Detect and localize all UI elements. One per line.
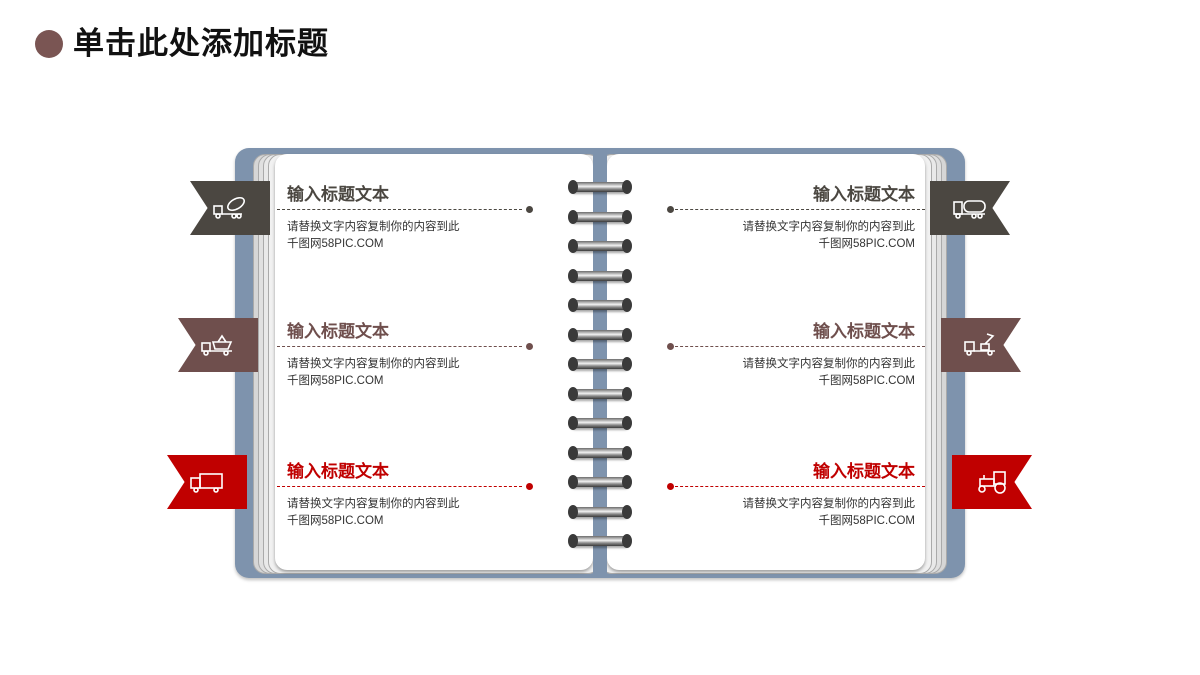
binder-ring bbox=[568, 357, 632, 371]
notebook-cover bbox=[235, 148, 965, 578]
divider-line bbox=[277, 486, 522, 487]
left-item-2: 输入标题文本 请替换文字内容复制你的内容到此千图网58PIC.COM bbox=[277, 317, 537, 390]
left-page-stack bbox=[245, 154, 600, 574]
ribbon-left-3 bbox=[167, 455, 247, 509]
ribbon-left-1 bbox=[190, 181, 270, 235]
binder-ring bbox=[568, 534, 632, 548]
item-body[interactable]: 请替换文字内容复制你的内容到此千图网58PIC.COM bbox=[287, 221, 460, 250]
divider-dot bbox=[526, 483, 533, 490]
ribbon-left-2 bbox=[178, 318, 258, 372]
item-body[interactable]: 请替换文字内容复制你的内容到此千图网58PIC.COM bbox=[287, 358, 460, 387]
item-title[interactable]: 输入标题文本 bbox=[813, 462, 915, 482]
divider-line bbox=[670, 209, 925, 210]
tanker-truck-icon bbox=[953, 200, 986, 219]
crane-truck-icon bbox=[964, 333, 995, 356]
divider-line bbox=[277, 209, 522, 210]
title-text[interactable]: 单击此处添加标题 bbox=[73, 26, 329, 62]
tractor-icon bbox=[978, 471, 1006, 494]
divider-dot bbox=[526, 206, 533, 213]
binder-ring bbox=[568, 445, 632, 460]
divider-line bbox=[670, 486, 925, 487]
item-body[interactable]: 请替换文字内容复制你的内容到此千图网58PIC.COM bbox=[742, 358, 916, 387]
binder-ring bbox=[568, 327, 632, 342]
item-title[interactable]: 输入标题文本 bbox=[813, 322, 915, 342]
item-title[interactable]: 输入标题文本 bbox=[287, 462, 389, 482]
divider-dot bbox=[667, 206, 674, 213]
item-title[interactable]: 输入标题文本 bbox=[287, 185, 389, 205]
box-truck-icon bbox=[190, 473, 223, 493]
slide-title: 单击此处添加标题 bbox=[35, 18, 329, 63]
item-title[interactable]: 输入标题文本 bbox=[287, 322, 389, 342]
divider-line bbox=[277, 346, 522, 347]
divider-line bbox=[670, 346, 925, 347]
right-item-2: 输入标题文本 请替换文字内容复制你的内容到此千图网58PIC.COM bbox=[665, 317, 925, 390]
divider-dot bbox=[526, 343, 533, 350]
title-bullet-dot bbox=[35, 29, 63, 58]
item-body[interactable]: 请替换文字内容复制你的内容到此千图网58PIC.COM bbox=[742, 221, 916, 250]
binder-ring bbox=[568, 268, 632, 283]
dump-truck-icon bbox=[201, 334, 233, 356]
left-item-1: 输入标题文本 请替换文字内容复制你的内容到此千图网58PIC.COM bbox=[277, 180, 537, 253]
left-page bbox=[275, 154, 593, 570]
item-title[interactable]: 输入标题文本 bbox=[813, 185, 915, 205]
binder-ring bbox=[568, 239, 632, 253]
right-page bbox=[607, 154, 925, 570]
binder-ring bbox=[568, 416, 632, 430]
binder-rings bbox=[568, 0, 632, 675]
divider-dot bbox=[667, 483, 674, 490]
divider-dot bbox=[667, 343, 674, 350]
left-item-3: 输入标题文本 请替换文字内容复制你的内容到此千图网58PIC.COM bbox=[277, 457, 537, 530]
binder-ring bbox=[568, 209, 632, 224]
item-body[interactable]: 请替换文字内容复制你的内容到此千图网58PIC.COM bbox=[287, 498, 460, 527]
ribbon-right-1 bbox=[930, 181, 1010, 235]
right-item-1: 输入标题文本 请替换文字内容复制你的内容到此千图网58PIC.COM bbox=[665, 180, 925, 253]
ribbon-right-2 bbox=[941, 318, 1021, 372]
cement-mixer-truck-icon bbox=[213, 196, 245, 219]
right-item-3: 输入标题文本 请替换文字内容复制你的内容到此千图网58PIC.COM bbox=[665, 457, 925, 530]
binder-ring bbox=[568, 386, 632, 401]
binder-ring bbox=[568, 504, 632, 519]
binder-ring bbox=[568, 180, 632, 194]
item-body[interactable]: 请替换文字内容复制你的内容到此千图网58PIC.COM bbox=[742, 498, 916, 527]
binder-ring bbox=[568, 298, 632, 312]
ribbon-right-3 bbox=[952, 455, 1032, 509]
right-page-stack bbox=[600, 154, 955, 574]
binder-ring bbox=[568, 475, 632, 489]
